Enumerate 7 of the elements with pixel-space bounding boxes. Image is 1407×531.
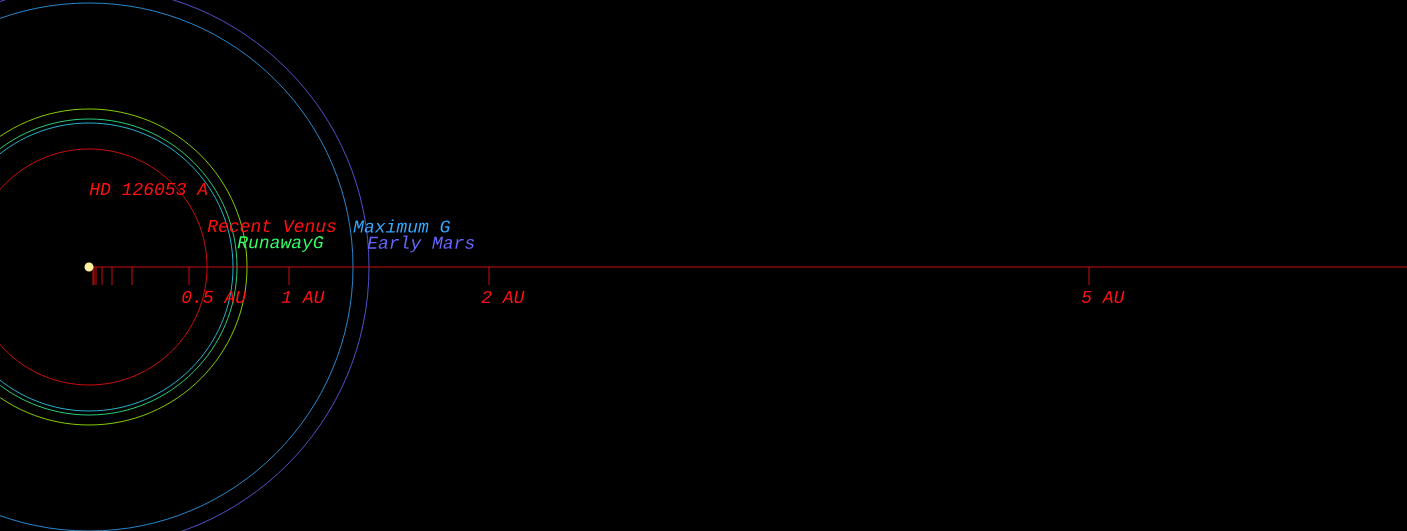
axis-label: 2 AU [481, 290, 525, 304]
axis-label: 5 AU [1081, 291, 1125, 303]
star-label: HD 126053 A [89, 182, 208, 196]
zone-label: Maximum G [353, 219, 451, 233]
zone-label: RunawayG [237, 236, 324, 252]
axis-label: 1 AU [281, 291, 325, 303]
zone-label: Early Mars [367, 235, 474, 253]
